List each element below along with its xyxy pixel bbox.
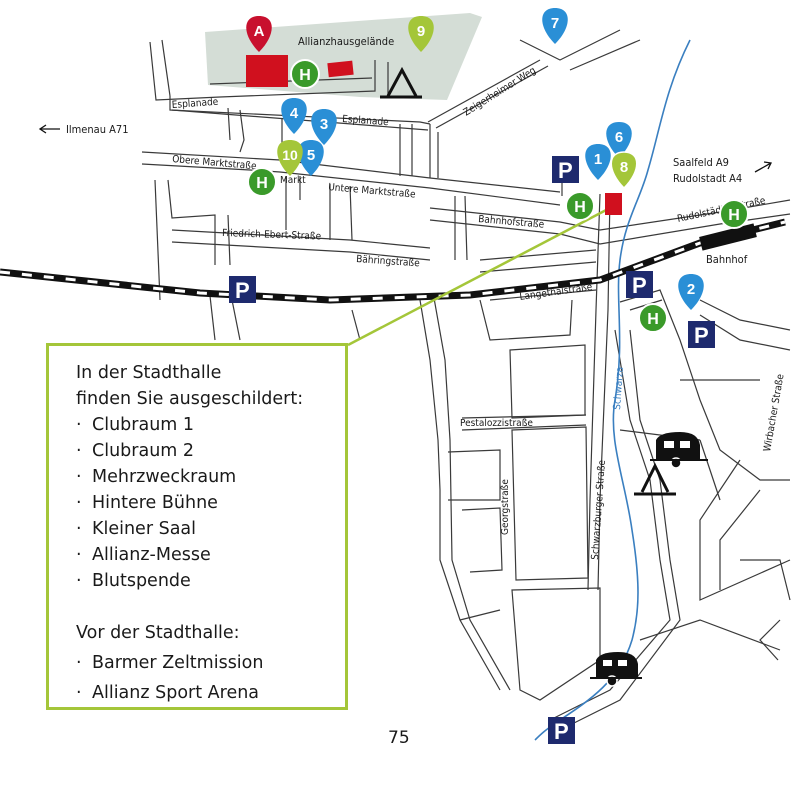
svg-text:5: 5 — [307, 147, 315, 164]
pin-9: 9 — [408, 16, 434, 52]
allianzhaus-annex — [327, 60, 354, 78]
pin-10: 10 — [277, 140, 303, 176]
list-item: Clubraum 1 — [76, 412, 345, 438]
tent-icon — [634, 462, 676, 496]
svg-text:P: P — [554, 719, 569, 744]
svg-text:H: H — [728, 207, 740, 224]
bus-stop-icon: H — [638, 303, 668, 333]
svg-text:H: H — [256, 175, 268, 192]
bus-stop-icon: H — [719, 199, 749, 229]
parking-sign: P — [626, 271, 653, 298]
svg-text:7: 7 — [551, 15, 559, 32]
outside-list: Barmer Zeltmission Allianz Sport Arena — [76, 650, 345, 706]
pin-7: 7 — [542, 8, 568, 44]
svg-text:6: 6 — [615, 129, 623, 146]
callout-line — [347, 206, 611, 347]
svg-text:H: H — [647, 311, 659, 328]
list-item: Clubraum 2 — [76, 438, 345, 464]
parking-signs: P P P P P — [229, 156, 715, 744]
location-pins: A 9 7 4 3 5 10 6 1 8 2 1 — [246, 8, 704, 394]
info-intro-line: In der Stadthalle — [76, 363, 222, 383]
tent-icon — [380, 66, 422, 99]
list-item: Kleiner Saal — [76, 516, 345, 542]
street-label-schwarzburger: Schwarzburger Straße — [590, 459, 608, 560]
street-label-georg: Georgstraße — [500, 479, 511, 535]
info-intro-line: finden Sie ausgeschildert: — [76, 389, 304, 409]
svg-text:A: A — [254, 23, 265, 40]
svg-text:P: P — [235, 278, 250, 303]
caravan-icon — [650, 432, 708, 469]
list-item: Barmer Zeltmission — [76, 650, 345, 676]
pin-4: 4 — [281, 98, 307, 134]
street-label-friedrich-ebert: Friedrich-Ebert-Straße — [222, 228, 322, 242]
svg-text:9: 9 — [417, 23, 425, 40]
area-label-allianzhaus: Allianzhausgelände — [298, 35, 394, 48]
page-number: 75 — [388, 728, 410, 748]
svg-text:P: P — [632, 273, 647, 298]
bus-stop-icon: H — [247, 167, 277, 197]
arrow-right-up-icon — [754, 161, 772, 173]
area-label-bahnhof: Bahnhof — [706, 253, 748, 266]
svg-text:H: H — [574, 199, 586, 216]
street-label-obere-markt: Obere Marktstraße — [172, 154, 258, 172]
allianzhaus-building — [246, 55, 288, 87]
street-label-markt: Markt — [280, 175, 306, 186]
direction-ilmenau: Ilmenau A71 — [66, 123, 129, 136]
svg-text:10: 10 — [282, 147, 298, 163]
list-item: Allianz-Messe — [76, 542, 345, 568]
pin-1: 1 — [585, 144, 611, 180]
parking-sign: P — [688, 321, 715, 348]
svg-text:2: 2 — [687, 281, 695, 298]
svg-text:8: 8 — [620, 159, 628, 176]
svg-text:1: 1 — [594, 151, 602, 168]
pin-8: 8 — [610, 151, 638, 190]
river-schwarza — [534, 39, 691, 741]
railway — [0, 218, 786, 304]
direction-saalfeld: Saalfeld A9 — [673, 156, 729, 169]
street-label-wirbacher: Wirbacher Straße — [762, 373, 787, 453]
svg-text:P: P — [558, 158, 573, 183]
river-label-schwarza: Schwarza — [612, 366, 626, 410]
list-item: Hintere Bühne — [76, 490, 345, 516]
parking-sign: P — [229, 276, 256, 303]
pin-2: 2 — [678, 274, 704, 310]
stadthalle-building — [605, 193, 622, 215]
svg-text:H: H — [299, 67, 311, 84]
inside-list: Clubraum 1 Clubraum 2 Mehrzweckraum Hint… — [76, 412, 345, 594]
info-box: In der Stadthalle finden Sie ausgeschild… — [46, 343, 348, 710]
pin-5: 5 — [298, 140, 324, 176]
street-network — [141, 29, 791, 731]
street-label-esplanade: Esplanade — [342, 114, 390, 128]
parking-sign: P — [548, 717, 575, 744]
bus-stop-icon: H — [565, 191, 595, 221]
street-label-pestalozzi: Pestalozzistraße — [460, 418, 533, 429]
street-label-esplanade: Esplanade — [171, 97, 219, 111]
street-label-baehringstrasse: Bähringstraße — [356, 254, 421, 269]
list-item: Mehrzweckraum — [76, 464, 345, 490]
bus-stops: H H H H H — [247, 59, 749, 333]
svg-text:P: P — [694, 323, 709, 348]
list-item: Blutspende — [76, 568, 345, 594]
svg-text:3: 3 — [320, 116, 328, 133]
arrow-left-icon — [38, 124, 60, 134]
pin-3: 3 — [311, 109, 337, 145]
caravan-icon — [590, 652, 642, 687]
pin-A: A — [246, 16, 272, 52]
list-item: Allianz Sport Arena — [76, 680, 345, 706]
svg-text:4: 4 — [290, 105, 299, 122]
parking-sign: P — [552, 156, 579, 183]
direction-rudolstadt: Rudolstadt A4 — [673, 172, 742, 185]
outside-title: Vor der Stadthalle: — [76, 623, 240, 643]
street-label-zeigerheimer: Zeigerheimer Weg — [462, 65, 538, 118]
bus-stop-icon: H — [290, 59, 320, 89]
pin-6: 6 — [606, 122, 632, 158]
